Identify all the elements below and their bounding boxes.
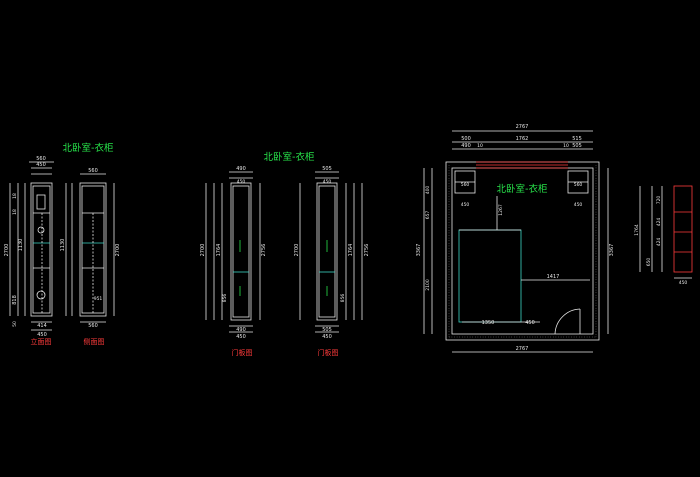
dim-door1-bottom: 490 bbox=[236, 327, 246, 333]
dim-elev-inner: 450 bbox=[36, 162, 46, 168]
dim-elev-s0: 18 bbox=[12, 193, 18, 199]
side-strip bbox=[639, 185, 693, 279]
caption-door1: 门板图 bbox=[232, 348, 253, 357]
dim-elev-bottom: 414 bbox=[37, 323, 47, 329]
dim-room-inner-left: 657 bbox=[425, 211, 431, 220]
dim-room-bottom-a: 1350 bbox=[482, 320, 495, 326]
dim-room-top: 2767 bbox=[516, 124, 529, 130]
dim-room-right-h: 3367 bbox=[609, 244, 615, 257]
dim-door1-h1: 1764 bbox=[216, 244, 222, 257]
dim-door2-inner: 450 bbox=[323, 179, 332, 185]
dim-elev-s2: 50 bbox=[12, 321, 18, 327]
dim-door1-h4: 856 bbox=[222, 294, 228, 303]
strip-v0: 720 bbox=[656, 196, 662, 205]
dim-room-side: 400 bbox=[425, 186, 431, 195]
dim-door1-top: 490 bbox=[236, 166, 246, 172]
dim-door1-h3: 2756 bbox=[261, 244, 267, 257]
caption-side: 侧面图 bbox=[84, 337, 105, 346]
strip-v4: 650 bbox=[646, 258, 652, 267]
dim-side-h1: 1130 bbox=[60, 239, 66, 252]
door-panel-1 bbox=[205, 171, 261, 333]
title-left: 北卧室-衣柜 bbox=[63, 142, 114, 154]
dim-room-bottom-total: 2767 bbox=[516, 346, 529, 352]
dim-elev-s1: 18 bbox=[12, 209, 18, 215]
dim-cab-left-a: 560 bbox=[461, 182, 470, 188]
elevation-view bbox=[9, 161, 54, 331]
dim-room-inner: 1417 bbox=[547, 274, 560, 280]
dim-cab-right-b: 450 bbox=[574, 202, 583, 208]
dim-room-small0: 10 bbox=[477, 143, 483, 149]
dim-side-h3: 951 bbox=[94, 296, 103, 302]
dim-door2-h1: 1764 bbox=[348, 244, 354, 257]
dim-door2-bottom: 505 bbox=[322, 327, 332, 333]
dim-cab-left-b: 450 bbox=[461, 202, 470, 208]
dim-side-h2: 2700 bbox=[115, 244, 121, 257]
title-right: 北卧室-衣柜 bbox=[497, 183, 548, 195]
dim-door2-h4: 856 bbox=[340, 294, 346, 303]
dim-room-seg1: 1762 bbox=[516, 136, 529, 142]
dim-room-seg3: 490 bbox=[461, 143, 471, 149]
side-view bbox=[65, 173, 115, 323]
dim-cab-right-a: 560 bbox=[574, 182, 583, 188]
dim-door1-h0: 2700 bbox=[200, 244, 206, 257]
dim-room-bottom-b: 450 bbox=[525, 320, 535, 326]
dim-door1-inner: 450 bbox=[237, 179, 246, 185]
strip-v3: 1764 bbox=[634, 224, 640, 236]
strip-bottom: 450 bbox=[679, 280, 688, 286]
caption-elevation: 立面图 bbox=[31, 337, 52, 346]
dim-elev-h1: 1130 bbox=[18, 239, 24, 252]
strip-v1: 424 bbox=[656, 218, 662, 227]
dim-door2-h0: 2700 bbox=[294, 244, 300, 257]
room-plan bbox=[423, 130, 609, 353]
dim-room-inner-right: 1267 bbox=[498, 204, 504, 216]
dim-door2-h3: 2756 bbox=[364, 244, 370, 257]
dim-room-inner-mid: 2100 bbox=[425, 279, 431, 291]
dim-side-top: 560 bbox=[88, 168, 98, 174]
dim-room-seg0: 500 bbox=[461, 136, 471, 142]
dim-elev-bottom2: 450 bbox=[37, 332, 47, 338]
dim-elev-h4: 818 bbox=[12, 295, 18, 305]
dim-door2-bottom2: 450 bbox=[322, 334, 332, 340]
dim-room-small1: 10 bbox=[563, 143, 569, 149]
dim-elev-top: 560 bbox=[36, 156, 46, 162]
dim-door1-bottom2: 450 bbox=[236, 334, 246, 340]
dim-elev-h0: 2700 bbox=[4, 244, 10, 257]
title-middle: 北卧室-衣柜 bbox=[264, 151, 315, 163]
dim-room-left-h: 3367 bbox=[416, 244, 422, 257]
strip-v2: 424 bbox=[656, 238, 662, 247]
dim-door2-top: 505 bbox=[322, 166, 332, 172]
dim-side-bottom: 560 bbox=[88, 323, 98, 329]
door-panel-2 bbox=[299, 171, 363, 333]
dim-room-seg2: 515 bbox=[572, 136, 582, 142]
dim-room-seg4: 505 bbox=[572, 143, 582, 149]
caption-door2: 门板图 bbox=[318, 348, 339, 357]
